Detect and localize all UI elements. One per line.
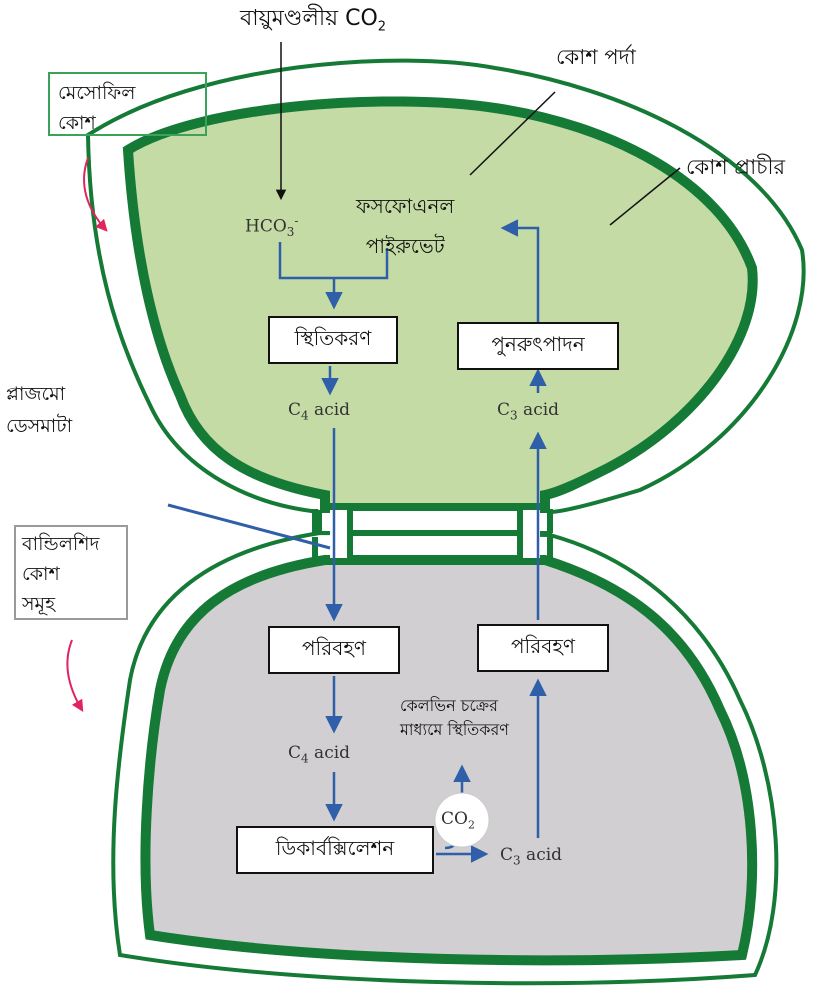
mesophyll-cell-label: মেসোফিল কোশ	[48, 72, 207, 136]
co2-circle-subscript: 2	[468, 818, 475, 831]
co2-circle-text: CO	[441, 809, 468, 829]
mesophyll-label-line2: কোশ	[58, 108, 197, 138]
calvin-label-line2: মাধ্যমে স্থিতিকরণ	[400, 718, 509, 742]
plasmodesmata-strand-bottom	[350, 533, 520, 558]
plasmodesmata-label-line1: প্লাজমো	[6, 378, 72, 410]
c3-acid-top-label: C3 acid	[497, 397, 559, 428]
c4-acid-top-label: C4 acid	[288, 397, 350, 428]
calvin-fixation-label: কেলভিন চক্রের মাধ্যমে স্থিতিকরণ	[400, 694, 509, 742]
bundle-sheath-label: বান্ডিলশিদ কোশ সমূহ	[14, 525, 128, 620]
c4-acid-top-text: acid	[309, 400, 350, 420]
bundle-sheath-label-line1: বান্ডিলশিদ	[22, 529, 120, 559]
transport-right-box: পরিবহণ	[477, 624, 609, 672]
plasmodesmata-label: প্লাজমো ডেসমাটা	[6, 378, 72, 442]
bundle-sheath-label-line2: কোশ	[22, 559, 120, 589]
atmospheric-co2-text: বায়ুমণ্ডলীয় CO	[240, 6, 378, 31]
mesophyll-cell	[128, 101, 753, 508]
fixation-box: স্থিতিকরণ	[268, 316, 398, 364]
c3-acid-bottom-c: C	[500, 845, 513, 865]
c4-acid-bottom-label: C4 acid	[288, 740, 350, 771]
co2-circle-label: CO2	[441, 806, 475, 838]
bundle-sheath-label-line3: সমূহ	[22, 589, 120, 619]
c4-acid-top-c: C	[288, 400, 301, 420]
c4-acid-bottom-subscript: 4	[301, 751, 309, 765]
c4-acid-bottom-c: C	[288, 743, 301, 763]
pep-label: ফসফোএনল পাইরুভেট	[356, 186, 454, 266]
calvin-label-line1: কেলভিন চক্রের	[400, 694, 509, 718]
cell-membrane-label: কোশ পর্দা	[556, 44, 636, 70]
pep-label-line2: পাইরুভেট	[356, 226, 454, 266]
hco3-text: HCO	[245, 217, 287, 237]
c3-acid-bottom-text: acid	[521, 845, 562, 865]
pep-label-line1: ফসফোএনল	[356, 186, 454, 226]
c3-acid-bottom-label: C3 acid	[500, 842, 562, 873]
plasmodesmata-label-line2: ডেসমাটা	[6, 410, 72, 442]
atmospheric-co2-label: বায়ুমণ্ডলীয় CO2	[240, 6, 386, 40]
cell-wall-label: কোশ প্রাচীর	[686, 154, 785, 180]
c3-acid-top-subscript: 3	[510, 408, 518, 422]
transport-left-box: পরিবহণ	[268, 626, 400, 674]
bundle-sheath-cell	[145, 560, 752, 960]
hco3-superscript: -	[294, 214, 298, 228]
mesophyll-label-line1: মেসোফিল	[58, 78, 197, 108]
plasmodesmata-strand-top	[350, 508, 520, 533]
regeneration-box: পুনরুৎপাদন	[457, 322, 619, 370]
c3-acid-top-c: C	[497, 400, 510, 420]
c4-acid-bottom-text: acid	[309, 743, 350, 763]
c3-acid-top-text: acid	[518, 400, 559, 420]
c4-acid-top-subscript: 4	[301, 408, 309, 422]
decarboxylation-box: ডিকার্বক্সিলেশন	[236, 826, 434, 874]
atmospheric-co2-subscript: 2	[378, 19, 386, 34]
bundle-sheath-curved-arrow	[67, 640, 82, 710]
hco3-label: HCO3-	[245, 208, 298, 245]
c3-acid-bottom-subscript: 3	[513, 853, 521, 867]
